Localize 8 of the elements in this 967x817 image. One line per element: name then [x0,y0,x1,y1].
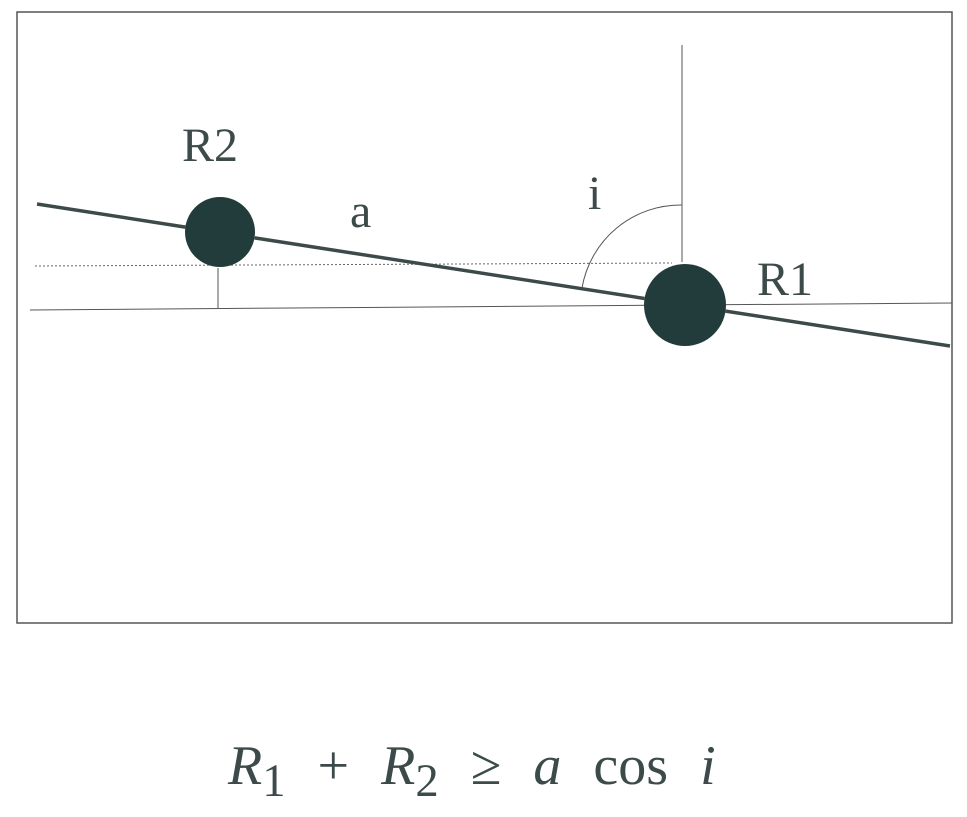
edge-label: a [350,188,372,236]
sphere [185,197,255,268]
sphere [644,264,726,346]
line [254,236,645,300]
formula: R$_{1}$ + R$_{2}$ ≥ a cos i [228,738,716,805]
sphere-label: R2 [182,122,238,170]
sphere-label: R1 [757,256,814,304]
angle-label: i [588,170,602,218]
